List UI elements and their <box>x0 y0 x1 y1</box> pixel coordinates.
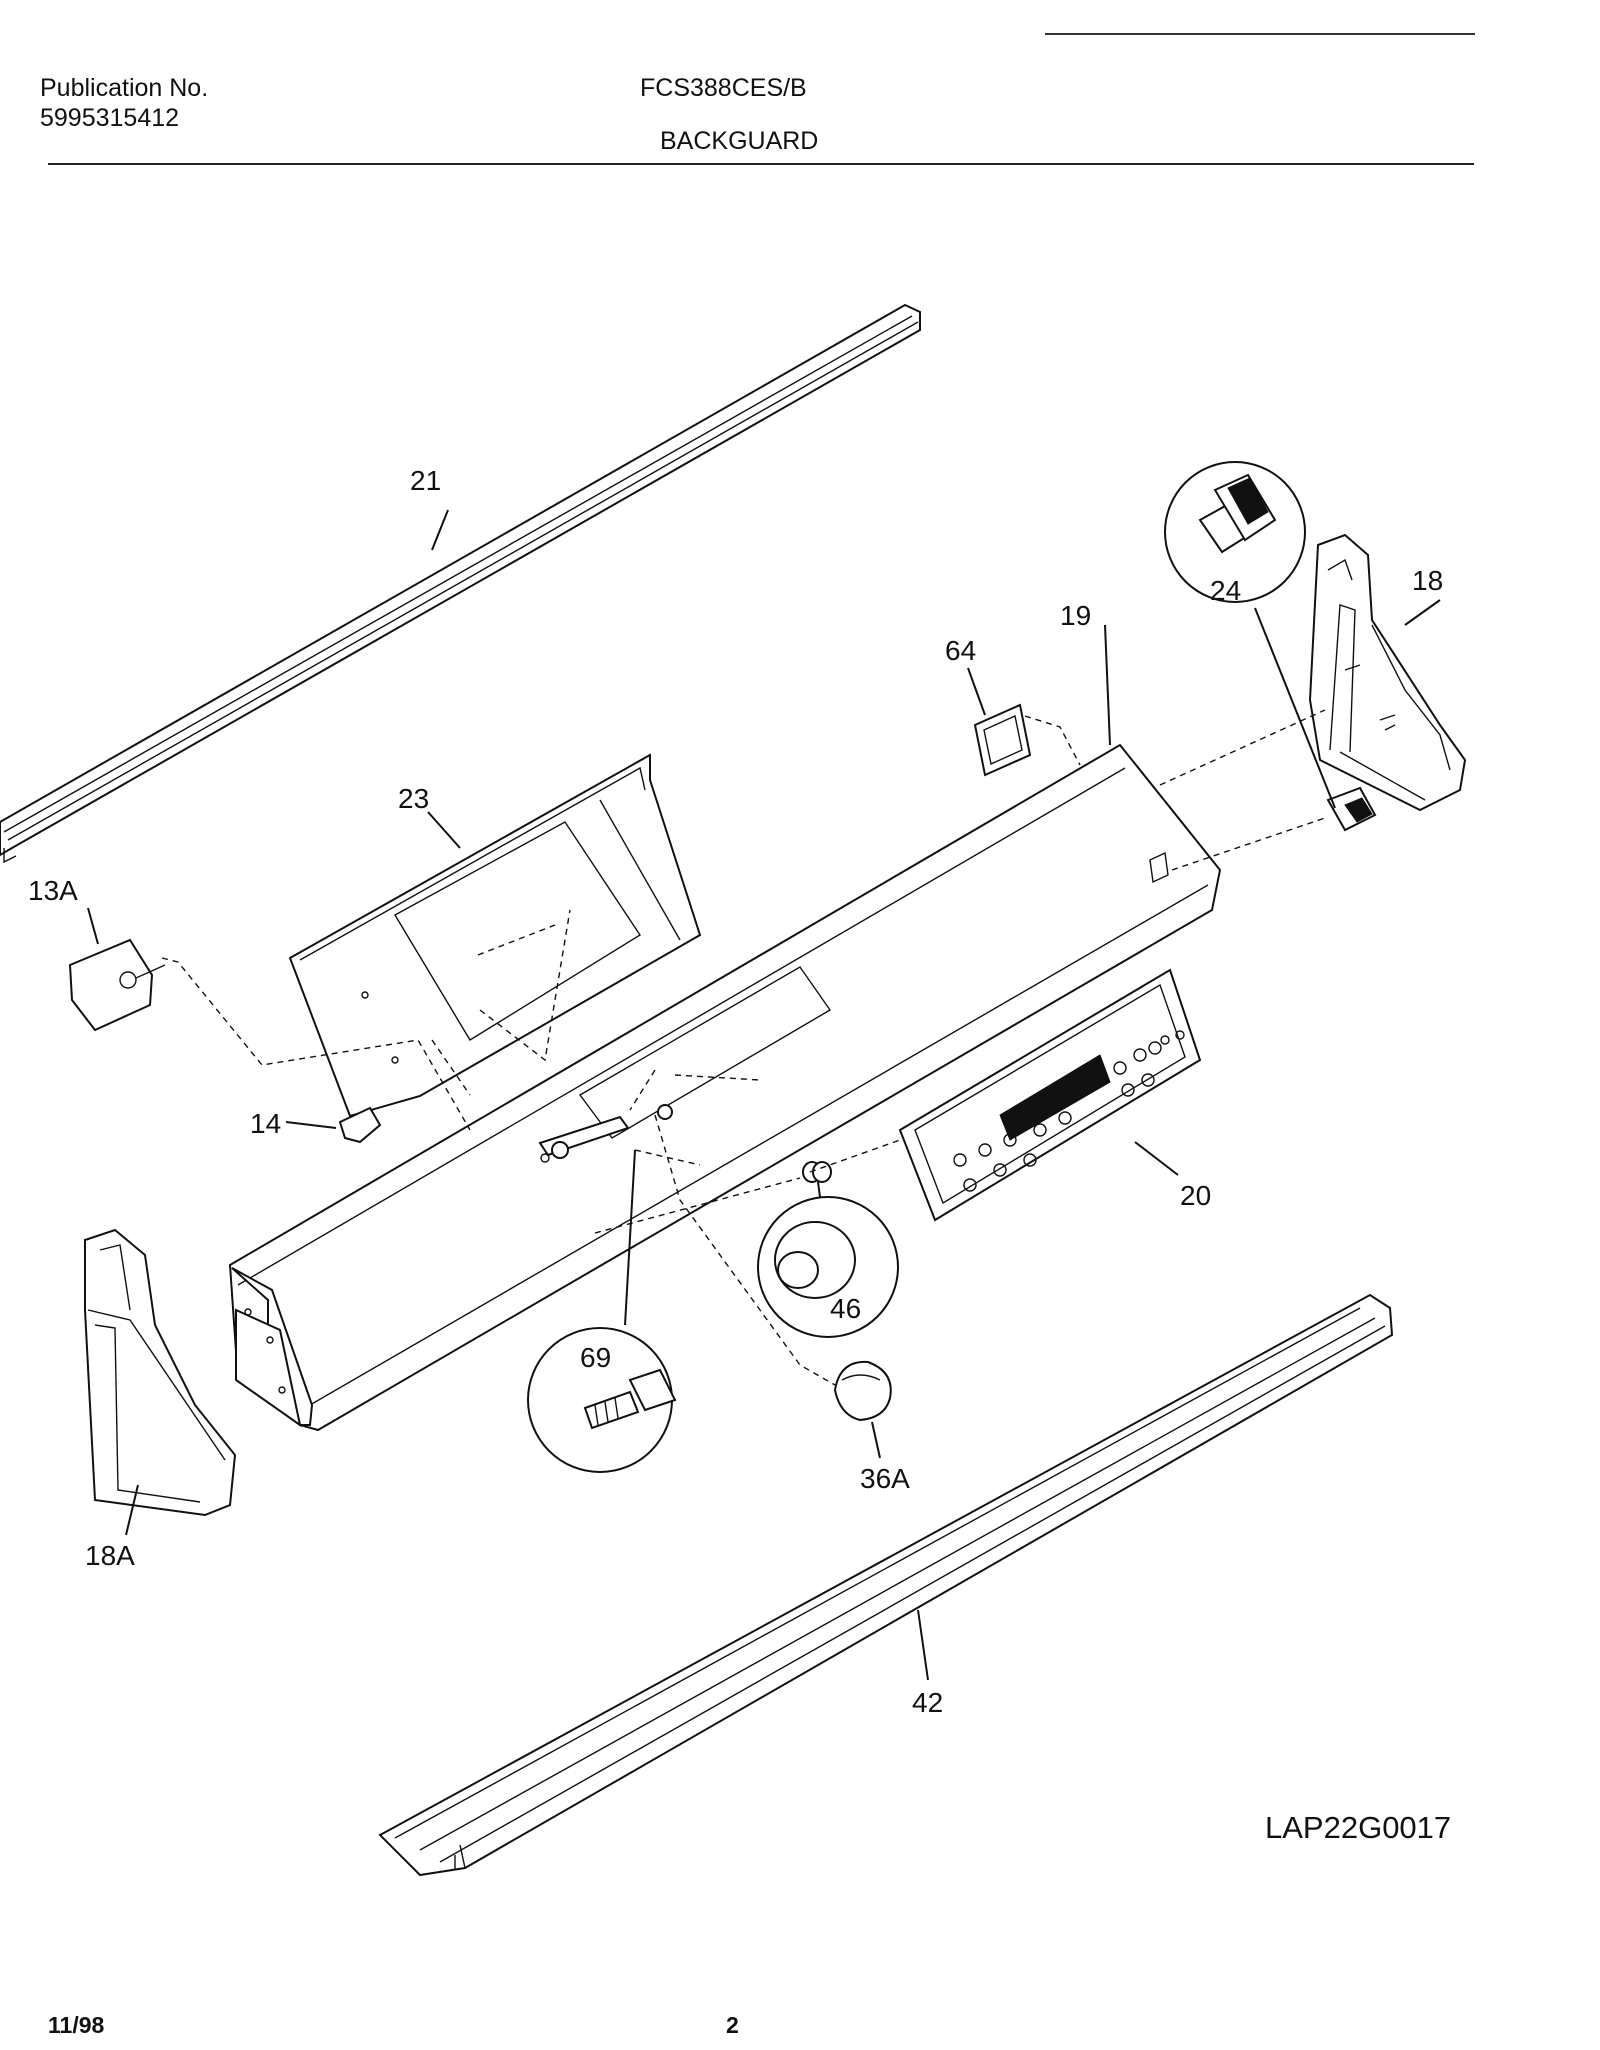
part-23-bracket <box>288 753 702 1118</box>
callout-18: 18 <box>1412 565 1443 596</box>
model-number: FCS388CES/B <box>640 74 807 102</box>
callout-21: 21 <box>410 465 441 496</box>
part-21-top-trim <box>0 303 921 864</box>
part-13a-switch <box>68 907 166 1032</box>
publication-number: 5995315412 <box>40 104 180 132</box>
callout-19: 19 <box>1060 600 1091 631</box>
callout-46: 46 <box>830 1293 861 1324</box>
callout-18a: 18A <box>85 1540 135 1571</box>
diagram-code: LAP22G0017 <box>1265 1810 1452 1845</box>
callout-20: 20 <box>1180 1180 1211 1211</box>
part-14-connector <box>285 1106 382 1144</box>
part-24-rocker-switch <box>1164 461 1377 832</box>
callout-23: 23 <box>398 783 429 814</box>
assembly-lines <box>161 709 1326 1386</box>
page-number: 2 <box>726 2012 739 2038</box>
callout-64: 64 <box>945 635 976 666</box>
part-36a-small-knob <box>833 1360 892 1459</box>
callout-14: 14 <box>250 1108 281 1139</box>
part-64-badge <box>967 667 1032 777</box>
part-46-knob <box>757 1161 899 1338</box>
part-18a-left-endcap <box>84 1228 237 1536</box>
part-18-right-endcap <box>1308 533 1467 812</box>
callout-42: 42 <box>912 1687 943 1718</box>
callout-24: 24 <box>1210 575 1241 606</box>
top-edge-rule <box>1045 33 1475 35</box>
header-rule <box>48 163 1474 165</box>
part-19-control-panel <box>228 624 1222 1432</box>
callout-69: 69 <box>580 1342 611 1373</box>
part-69-screw <box>527 1104 677 1473</box>
section-title: BACKGUARD <box>660 127 819 155</box>
part-42-bottom-trim <box>378 1293 1394 1877</box>
publication-label: Publication No. <box>40 74 209 102</box>
part-20-electronic-control <box>898 968 1202 1222</box>
footer-date: 11/98 <box>48 2012 105 2038</box>
callout-13a: 13A <box>28 875 78 906</box>
callout-36a: 36A <box>860 1463 910 1494</box>
